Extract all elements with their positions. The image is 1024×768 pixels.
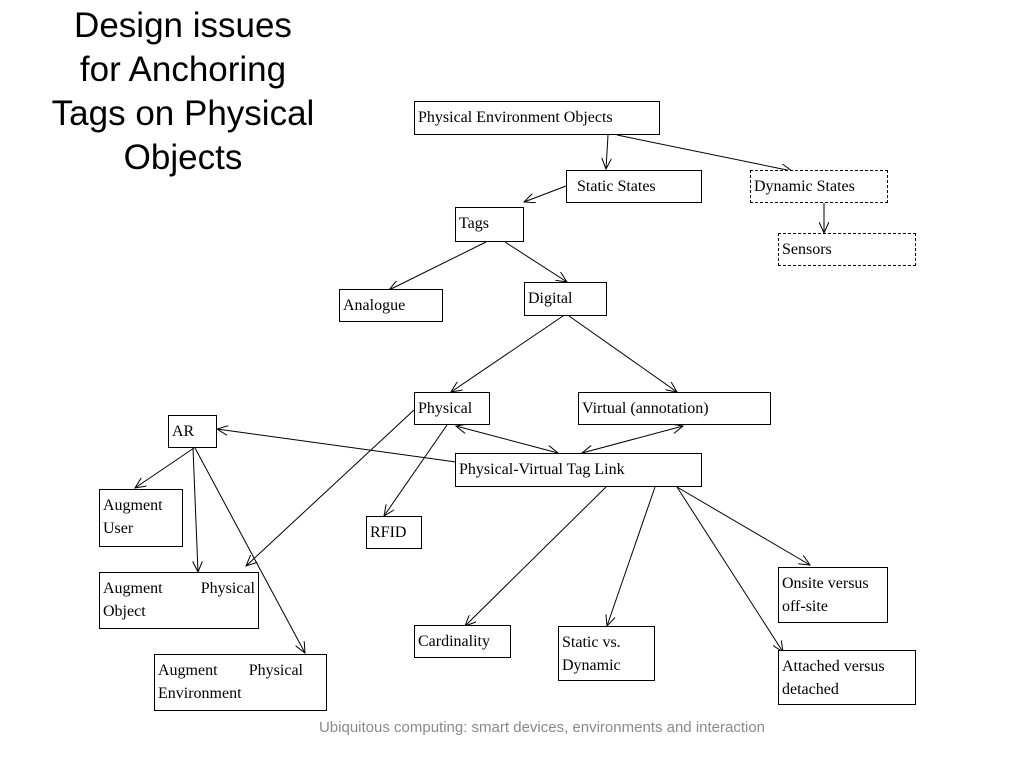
node-label-line: Object xyxy=(103,603,146,620)
edge-tag-link-to-ar xyxy=(217,429,457,463)
node-augment-user: Augment User xyxy=(99,489,183,547)
node-static-states: Static States xyxy=(566,170,702,203)
node-tags: Tags xyxy=(455,207,524,242)
edge-physical-to-tag-link xyxy=(456,426,558,453)
edge-digital-to-physical xyxy=(451,315,564,392)
edge-tags-to-analogue xyxy=(389,241,487,290)
edge-tag-link-to-static-vs-dynamic xyxy=(607,486,656,626)
node-virtual-annotation: Virtual (annotation) xyxy=(578,392,771,425)
node-ar: AR xyxy=(168,415,217,448)
node-label: Physical-Virtual Tag Link xyxy=(459,461,625,478)
node-label: Virtual (annotation) xyxy=(582,400,709,417)
node-dynamic-states: Dynamic States xyxy=(750,170,888,203)
node-label: Digital xyxy=(528,290,573,307)
node-label-line: Static vs. xyxy=(562,634,621,651)
slide-title-line: Design issues xyxy=(74,6,292,45)
edge-tag-link-to-cardinality xyxy=(465,486,607,626)
node-label-line: Attached versus xyxy=(782,658,885,675)
node-label-line: Augment Physical xyxy=(103,580,255,597)
node-label-line: User xyxy=(103,520,134,537)
node-physical-environment-objects: Physical Environment Objects xyxy=(414,101,660,135)
edge-tag-link-to-onsite xyxy=(676,486,810,565)
edge-tag-link-to-attached xyxy=(676,486,783,652)
node-label-line: off-site xyxy=(782,598,828,615)
edge-static-states-to-tags xyxy=(524,185,567,202)
node-analogue: Analogue xyxy=(339,289,443,322)
node-label: Dynamic States xyxy=(754,178,855,195)
edge-ar-to-augment-object xyxy=(192,447,198,572)
node-onsite-versus-offsite: Onsite versus off-site xyxy=(778,567,888,623)
node-label: Analogue xyxy=(343,297,406,314)
edge-digital-to-virtual xyxy=(568,315,677,392)
slide-title-line: for Anchoring xyxy=(79,50,287,89)
node-cardinality: Cardinality xyxy=(414,625,511,658)
node-label: AR xyxy=(172,423,195,440)
edge-ar-to-augment-user xyxy=(135,447,195,488)
node-physical: Physical xyxy=(414,392,490,425)
node-label: Cardinality xyxy=(418,633,490,650)
node-sensors: Sensors xyxy=(778,233,916,266)
edge-physical-to-rfid xyxy=(384,424,448,516)
node-augment-physical-environment: Augment Physical Environment xyxy=(154,654,327,711)
node-attached-versus-detached: Attached versus detached xyxy=(778,650,916,705)
edge-virtual-to-tag-link xyxy=(582,426,683,453)
node-label: Static States xyxy=(577,178,656,195)
node-label-line: Environment xyxy=(158,685,242,702)
node-label-line: Onsite versus xyxy=(782,575,869,592)
edge-ar-to-augment-environment xyxy=(194,447,305,653)
node-label: Sensors xyxy=(782,241,832,258)
node-label-line: detached xyxy=(782,681,839,698)
slide-title-line: Objects xyxy=(123,138,243,177)
node-label-line: Augment Physical xyxy=(158,662,303,679)
edge-pe-objects-to-static-states xyxy=(606,134,608,169)
node-label: Physical xyxy=(418,400,473,417)
edge-physical-to-augment-object xyxy=(246,409,415,566)
node-label-line: Dynamic xyxy=(562,657,621,674)
node-augment-physical-object: Augment Physical Object xyxy=(99,572,259,629)
edge-pe-objects-to-dynamic-states xyxy=(616,134,792,171)
node-label: RFID xyxy=(370,524,407,541)
node-label: Physical Environment Objects xyxy=(418,109,613,126)
node-label-line: Augment xyxy=(103,497,163,514)
node-rfid: RFID xyxy=(366,516,422,549)
slide-title: Design issues for Anchoring Tags on Phys… xyxy=(18,4,348,180)
node-label: Tags xyxy=(459,215,489,232)
node-digital: Digital xyxy=(524,282,607,316)
node-static-vs-dynamic: Static vs. Dynamic xyxy=(558,626,655,681)
node-physical-virtual-tag-link: Physical-Virtual Tag Link xyxy=(455,453,702,487)
edge-tags-to-digital xyxy=(504,241,567,282)
slide-footer: Ubiquitous computing: smart devices, env… xyxy=(318,719,766,736)
slide-title-line: Tags on Physical xyxy=(51,94,315,133)
